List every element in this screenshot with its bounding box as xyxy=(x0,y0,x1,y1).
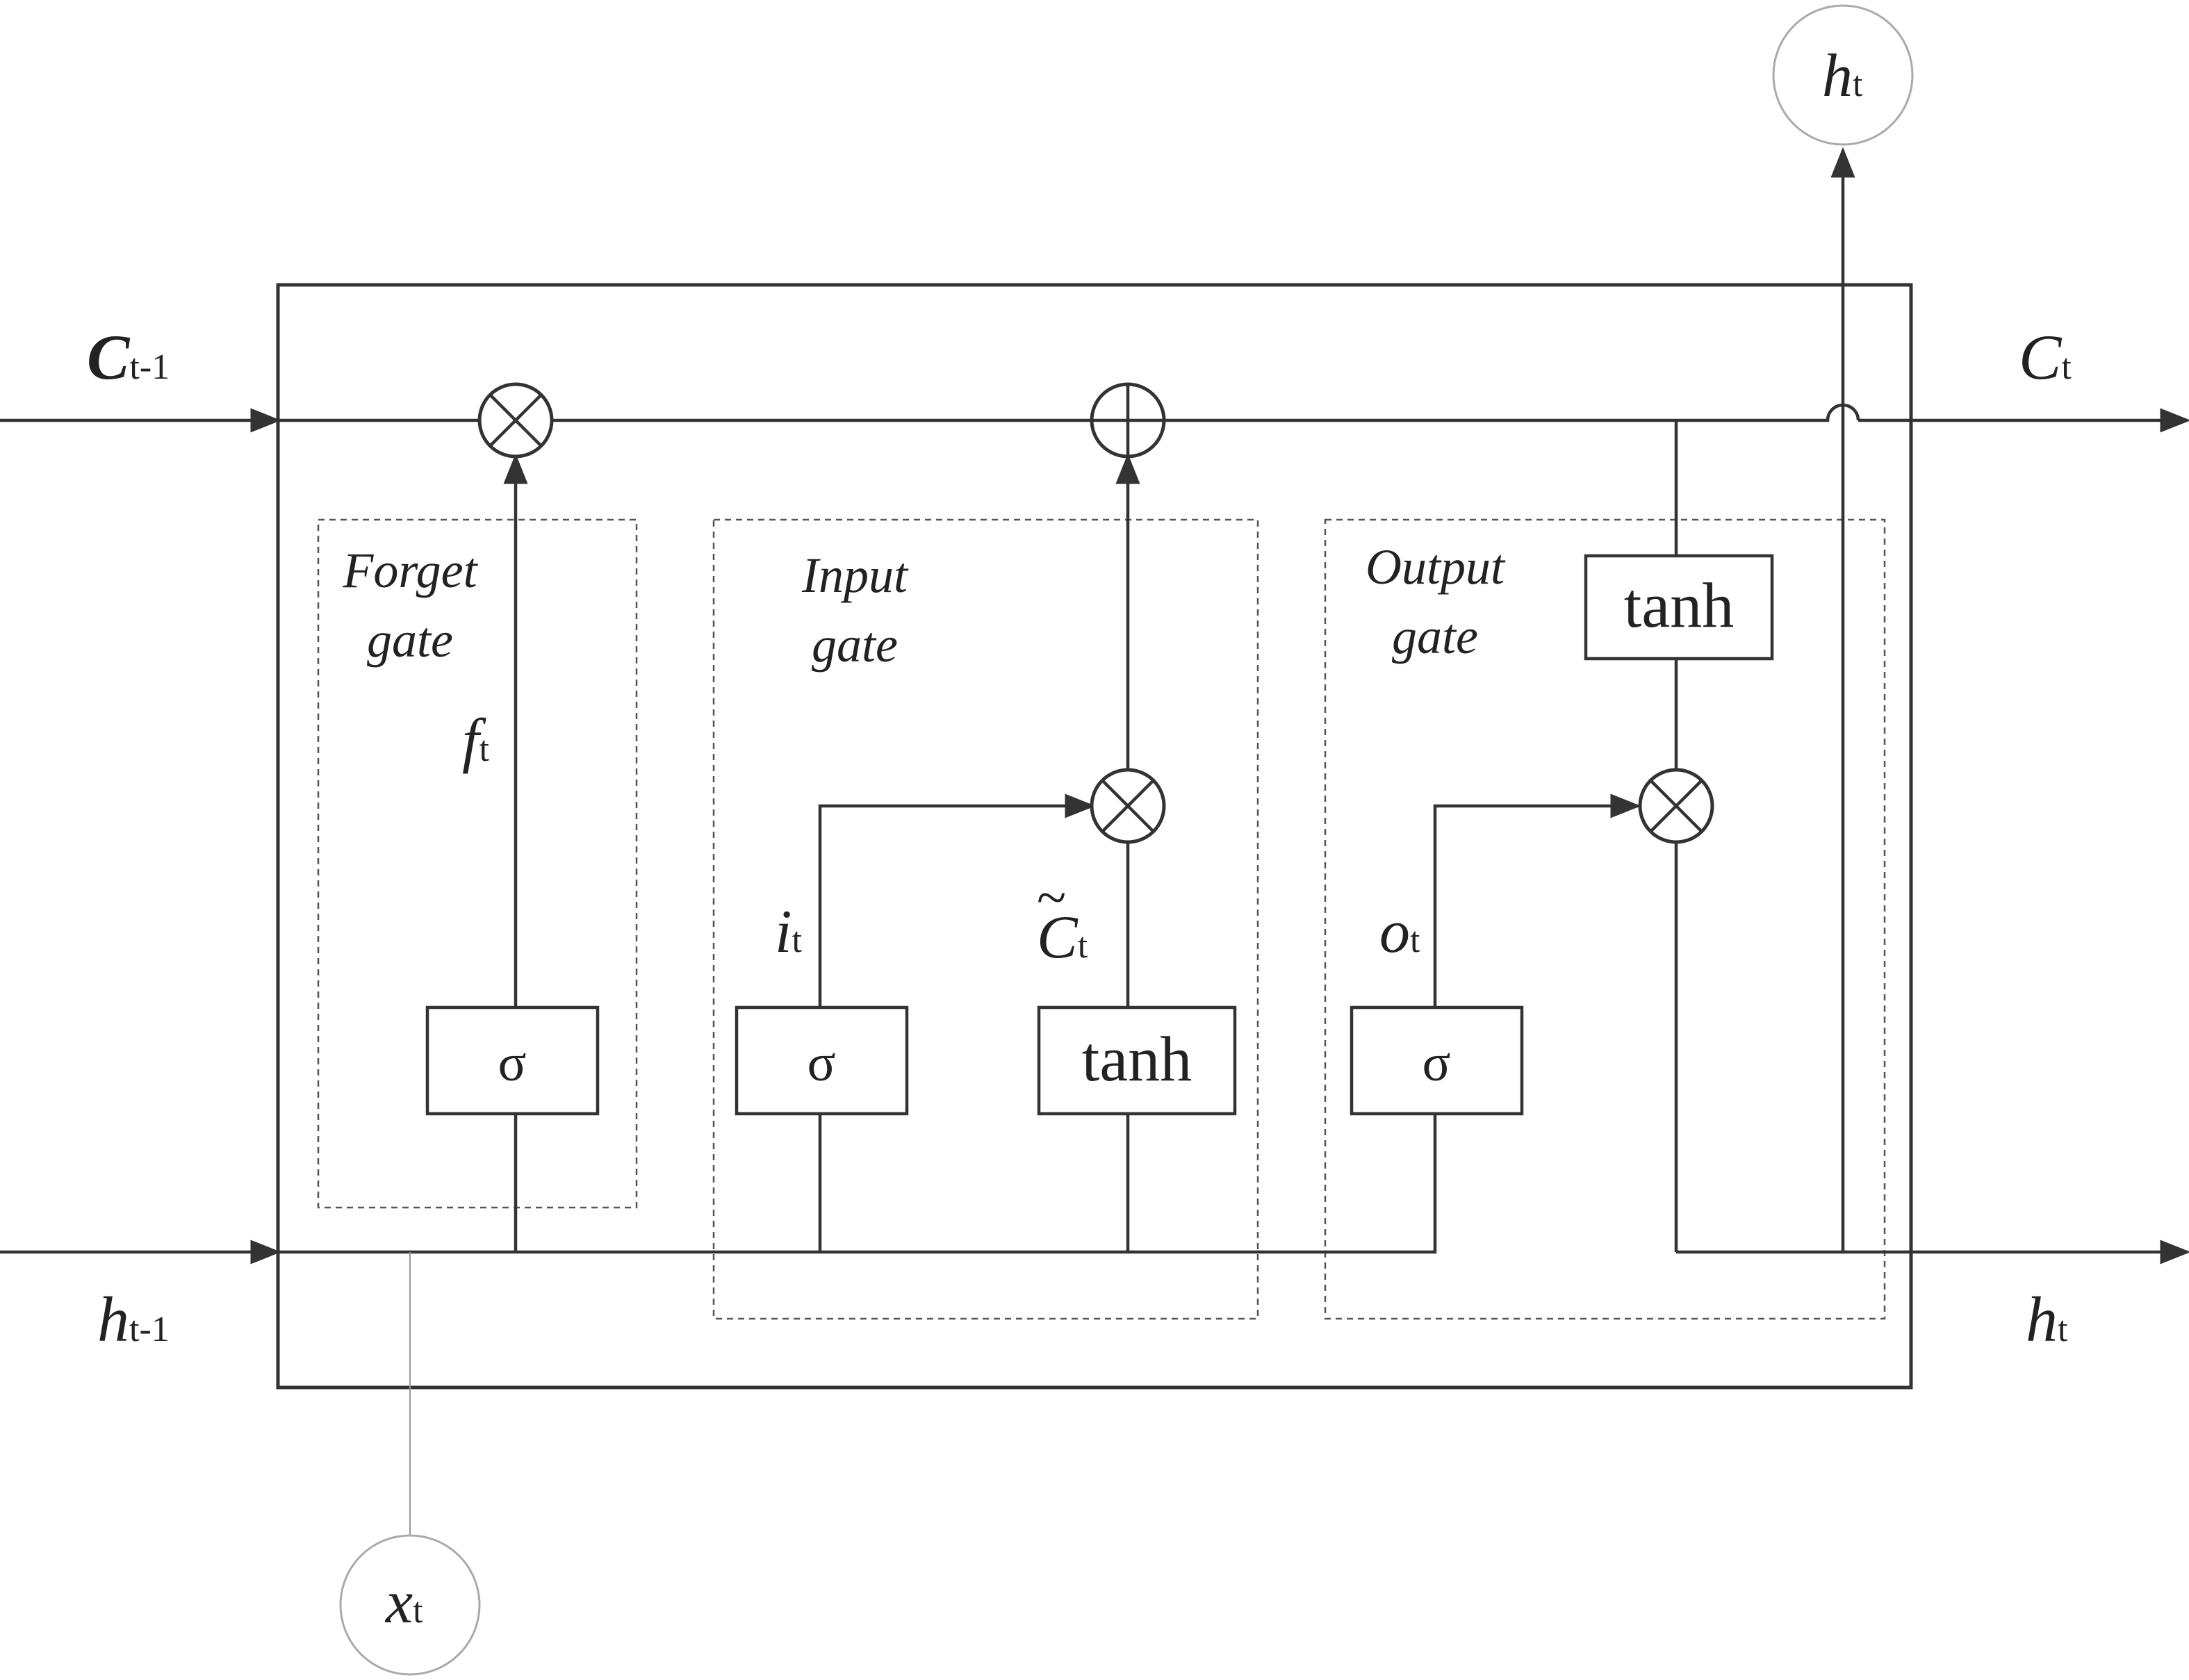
output-sigma-box: σ xyxy=(1350,1005,1524,1116)
svg-text:ht: ht xyxy=(1822,42,1863,110)
svg-text:xt: xt xyxy=(384,1569,423,1636)
output-multiply-icon xyxy=(1638,768,1714,844)
hidden-output-node: ht xyxy=(1772,4,1914,146)
input-gate-title: Input xyxy=(801,547,909,603)
input-sigma-box: σ xyxy=(735,1005,909,1116)
cell-tanh-box: tanh xyxy=(1584,554,1774,661)
input-gate-subtitle: gate xyxy=(812,617,898,673)
hidden-output-label: ht xyxy=(2026,1284,2068,1355)
output-signal-label: ot xyxy=(1379,898,1420,966)
forget-signal-label: ft xyxy=(462,707,489,775)
x-input-node: xt xyxy=(339,1534,481,1676)
cell-boundary xyxy=(276,283,1913,1390)
input-signal-label: it xyxy=(775,898,802,966)
svg-text:tanh: tanh xyxy=(1624,570,1734,641)
cell-add-icon xyxy=(1090,382,1166,459)
output-signal-arrow xyxy=(1433,793,1641,1007)
svg-text:~: ~ xyxy=(1037,867,1066,928)
output-gate-region xyxy=(1324,518,1886,1320)
forget-gate-title: Forget xyxy=(342,543,478,598)
cell-prev-label: Ct-1 xyxy=(87,322,170,393)
forget-multiply-icon xyxy=(477,382,554,459)
svg-text:σ: σ xyxy=(1423,1034,1451,1092)
candidate-tanh-box: tanh xyxy=(1037,1005,1237,1116)
svg-text:σ: σ xyxy=(807,1034,836,1092)
input-signal-arrow xyxy=(818,793,1096,1007)
cell-output-label: Ct xyxy=(2019,322,2072,393)
hidden-bus xyxy=(278,1084,1437,1254)
svg-text:σ: σ xyxy=(498,1034,527,1092)
svg-text:tanh: tanh xyxy=(1082,1023,1192,1094)
svg-text:Ct: Ct xyxy=(1037,904,1088,971)
hidden-prev-label: ht-1 xyxy=(97,1284,170,1355)
forget-sigma-box: σ xyxy=(425,1005,600,1116)
output-gate-title: Output xyxy=(1366,539,1506,595)
forget-gate-subtitle: gate xyxy=(367,612,453,668)
forget-gate-region xyxy=(317,518,638,1209)
input-multiply-icon xyxy=(1090,768,1166,844)
input-gate-region xyxy=(712,518,1259,1320)
candidate-label: ~ Ct xyxy=(1037,867,1088,971)
output-gate-subtitle: gate xyxy=(1392,609,1478,664)
